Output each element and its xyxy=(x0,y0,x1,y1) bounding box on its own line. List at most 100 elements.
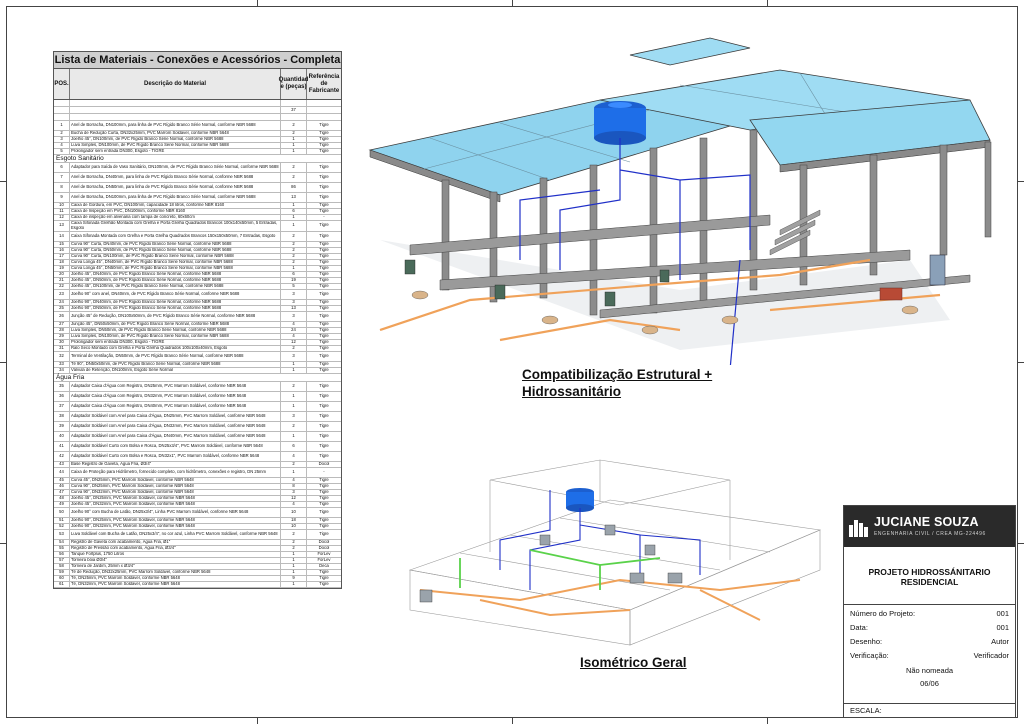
cell-description: Adaptador Soldável com Anel para Caixa d… xyxy=(70,431,281,441)
cell-quantity: 10 xyxy=(281,507,307,517)
frame-tick xyxy=(1018,362,1024,363)
cell-reference: Tigre xyxy=(319,271,329,276)
cell-description: Caixa de Proteção para Hidrômetro, forne… xyxy=(70,467,281,477)
cell-reference: Tigre xyxy=(319,259,329,264)
frame-tick xyxy=(767,0,768,6)
cell-description: Luva Simples, DN50mm, de PVC Rígido Bran… xyxy=(70,327,281,333)
cell-quantity: 2 xyxy=(281,345,307,351)
frame-tick xyxy=(0,181,6,182)
frame-tick xyxy=(1018,181,1024,182)
table-title: Lista de Materiais - Conexões e Acessóri… xyxy=(54,52,341,69)
project-title-line2: RESIDENCIAL xyxy=(900,577,959,587)
cell-pos: 19 xyxy=(54,265,70,271)
cell-description: Caixa Sifonada Grelhão Montada com Grelh… xyxy=(70,221,281,231)
cell-description: Curva 45°, DN25mm, PVC Marrom Soldável, … xyxy=(70,477,281,483)
cell-pos: 42 xyxy=(54,451,70,461)
cell-pos: 15 xyxy=(54,241,70,247)
cell-description: Torneira de Jardim, 25mm x Ø3/4" xyxy=(70,563,281,569)
frame-tick xyxy=(0,362,6,363)
cell-description: Anel de Borracha, DN100mm, para linha de… xyxy=(70,121,281,130)
cell-pos: 12 xyxy=(54,215,70,220)
cell-pos: 37 xyxy=(54,401,70,411)
cell-quantity: 2 xyxy=(281,241,307,247)
brick-box xyxy=(879,287,903,301)
cell-reference: Tigre xyxy=(319,432,329,438)
cell-description: Curva Longa 45°, DN40mm, de PVC Rígido B… xyxy=(70,259,281,265)
cell-pos: 44 xyxy=(54,467,70,477)
cell-reference: Tigre xyxy=(319,339,329,344)
cell-quantity: 1 xyxy=(281,367,307,373)
cell-pos: 30 xyxy=(54,339,70,345)
cell-description: Adaptador Caixa d'Água com Registro, DN2… xyxy=(70,381,281,391)
section-esgoto: Esgoto Sanitário xyxy=(54,155,341,163)
cell-pos: 14 xyxy=(54,231,70,241)
cell-reference: Tigre xyxy=(319,352,329,358)
cell-quantity: 5 xyxy=(281,283,307,289)
cell-quantity: 2 xyxy=(281,121,307,130)
cell-description: Válvula de Retenção, DN100mm, Esgoto Sér… xyxy=(70,367,281,373)
cell-quantity: 2 xyxy=(281,163,307,172)
cell-description: Joelho 90° com anel, DN40mm, de PVC Rígi… xyxy=(70,289,281,299)
project-title-line1: PROJETO HIDROSSÁNITARIO xyxy=(868,567,991,577)
cell-pos: 28 xyxy=(54,327,70,333)
cell-reference: Tigre xyxy=(319,501,329,506)
cell-pos: 54 xyxy=(54,539,70,545)
cell-reference: Tigre xyxy=(319,402,329,408)
cell-description: Joelho 90°, DN32mm, PVC Marrom Soldável,… xyxy=(70,523,281,529)
cell-pos: 56 xyxy=(54,551,70,557)
cell-pos: 50 xyxy=(54,507,70,517)
cell-pos: 49 xyxy=(54,501,70,507)
cell-reference: Tigre xyxy=(319,327,329,332)
cell-reference: Tigre xyxy=(319,312,329,318)
cell-description: Caixa de Gordura, em PVC, DN100mm, capac… xyxy=(70,203,281,208)
cell-pos: 11 xyxy=(54,209,70,214)
cell-quantity: 1 xyxy=(281,221,307,231)
cell-description: Luva Simples, DN100mm, de PVC Rígido Bra… xyxy=(70,143,281,148)
cell-quantity: 2 xyxy=(281,131,307,136)
cell-reference: Tigre xyxy=(319,422,329,428)
cell-pos: 51 xyxy=(54,517,70,523)
structural-drawing xyxy=(368,37,992,365)
cell-quantity: 2 xyxy=(281,381,307,391)
cell-quantity: 2 xyxy=(281,173,307,182)
cell-description: Anel de Borracha, DN40mm, para linha de … xyxy=(70,173,281,182)
cell-quantity: 18 xyxy=(281,517,307,523)
cell-pos: 33 xyxy=(54,361,70,367)
cell-description: Ralo Seco Montado com Grelha e Porta Gre… xyxy=(70,345,281,351)
cell-quantity: 3 xyxy=(281,351,307,361)
cell-quantity: 1 xyxy=(281,149,307,154)
cell-reference: Tigre xyxy=(319,149,329,154)
cell-reference: Tigre xyxy=(319,495,329,500)
cell-pos: 46 xyxy=(54,483,70,489)
cell-pos: 55 xyxy=(54,545,70,551)
cell-quantity: 4 xyxy=(281,501,307,507)
cell-quantity: 6 xyxy=(281,209,307,214)
drawing-row: Desenho: Autor xyxy=(844,636,1015,647)
cell-reference: Tigre xyxy=(319,122,329,128)
cell-quantity: 13 xyxy=(281,193,307,202)
cell-description: Curva 90°, DN25mm, PVC Marrom Soldável, … xyxy=(70,483,281,489)
cell-quantity: 86 xyxy=(281,183,307,192)
cell-quantity: 1 xyxy=(281,467,307,477)
city-skyline-icon xyxy=(849,519,868,537)
